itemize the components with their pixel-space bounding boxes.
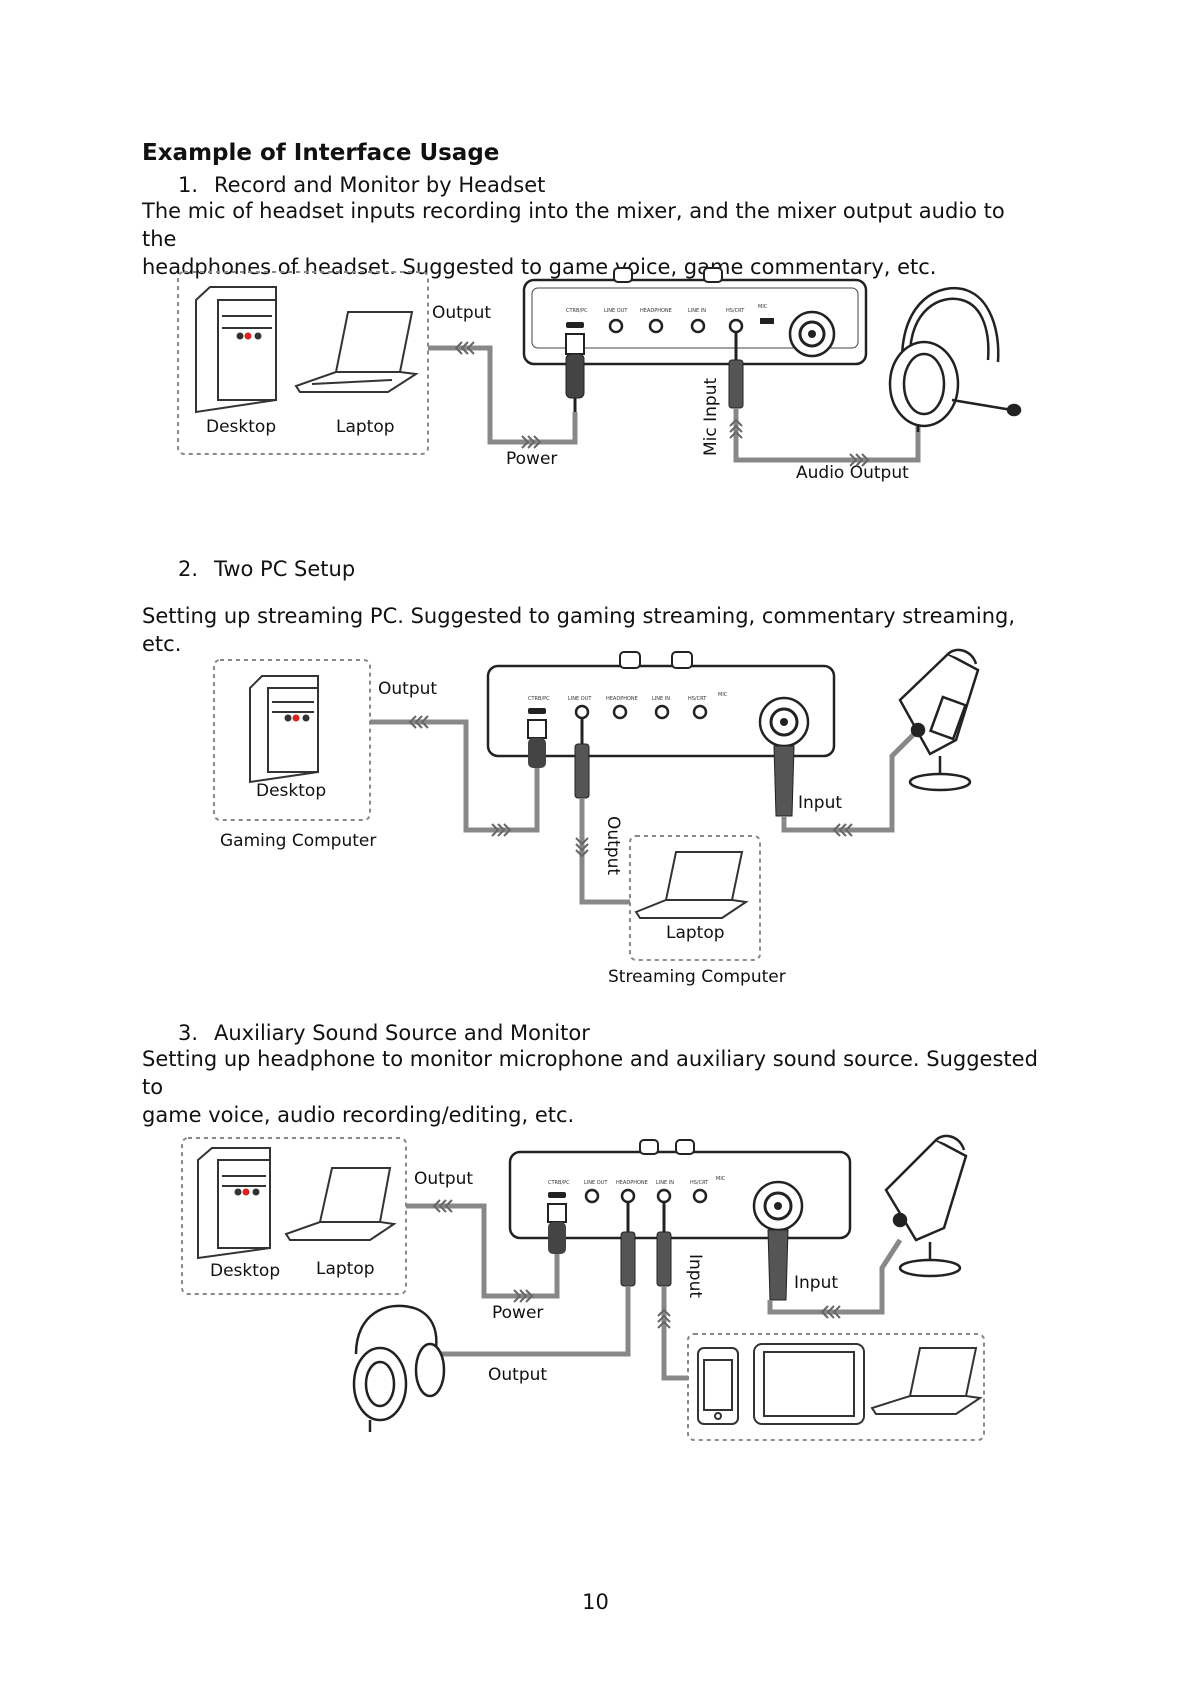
svg-text:HEADPHONE: HEADPHONE xyxy=(606,696,638,702)
label-laptop: Laptop xyxy=(316,1259,375,1279)
flow-arrows xyxy=(432,1199,841,1329)
mixer-device: CTRB/PC LINE OUT HEADPHONE LINE IN HS/CR… xyxy=(486,651,836,758)
tablet-icon xyxy=(753,1343,865,1425)
label-output: Output xyxy=(432,303,491,323)
aux-devices-box xyxy=(687,1333,985,1441)
headphones-icon xyxy=(352,1304,446,1432)
diagram-two-pc-setup: Desktop Gaming Computer Output Input Out… xyxy=(213,648,980,987)
section-1-text-line-1: The mic of headset inputs recording into… xyxy=(142,199,1005,251)
svg-text:CTRB/PC: CTRB/PC xyxy=(566,308,588,314)
svg-text:LINE IN: LINE IN xyxy=(652,696,670,702)
desktop-tower-icon xyxy=(195,286,277,414)
svg-text:MIC: MIC xyxy=(718,692,728,698)
connection-lines xyxy=(370,719,920,905)
usb-cable xyxy=(547,1203,567,1254)
svg-text:MIC: MIC xyxy=(758,304,768,310)
page-heading: Example of Interface Usage xyxy=(142,140,500,166)
label-gaming-computer: Gaming Computer xyxy=(220,831,376,851)
mixer-device: CTRB/PC LINE OUT HEADPHONE LINE IN HS/CR… xyxy=(522,267,868,366)
svg-text:HS/CRT: HS/CRT xyxy=(690,1180,709,1186)
label-output: Output xyxy=(414,1169,473,1189)
label-input-vertical: Input xyxy=(685,1254,705,1298)
microphone-icon xyxy=(884,1134,968,1278)
section-2-number: 2. xyxy=(178,557,199,581)
section-2-title: Two PC Setup xyxy=(214,557,356,581)
svg-text:HEADPHONE: HEADPHONE xyxy=(616,1180,648,1186)
svg-text:CTRB/PC: CTRB/PC xyxy=(528,696,550,702)
label-power: Power xyxy=(492,1303,543,1323)
section-3-number: 3. xyxy=(178,1021,199,1045)
xlr-plug xyxy=(773,745,795,817)
laptop-icon xyxy=(284,1167,397,1241)
diagram-auxiliary-setup: Desktop Laptop Output Power Output Input… xyxy=(181,1134,985,1441)
label-input: Input xyxy=(798,793,842,813)
xlr-plug xyxy=(767,1229,789,1301)
label-desktop: Desktop xyxy=(206,417,276,437)
section-1-text: The mic of headset inputs recording into… xyxy=(142,197,1042,281)
section-3-text: Setting up headphone to monitor micropho… xyxy=(142,1045,1042,1129)
page-number: 10 xyxy=(582,1590,609,1614)
label-laptop: Laptop xyxy=(336,417,395,437)
label-output: Output xyxy=(378,679,437,699)
section-3-text-line-2: game voice, audio recording/editing, etc… xyxy=(142,1103,575,1127)
label-laptop: Laptop xyxy=(666,923,725,943)
section-3-title: Auxiliary Sound Source and Monitor xyxy=(214,1021,590,1045)
flow-arrows xyxy=(454,341,870,467)
svg-text:HEADPHONE: HEADPHONE xyxy=(640,308,672,314)
usb-cable xyxy=(527,719,547,768)
section-3-text-line-1: Setting up headphone to monitor micropho… xyxy=(142,1047,1038,1099)
svg-text:HS/CRT: HS/CRT xyxy=(726,308,745,314)
svg-text:HS/CRT: HS/CRT xyxy=(688,696,707,702)
laptop-icon xyxy=(294,311,419,393)
svg-text:LINE OUT: LINE OUT xyxy=(604,308,628,314)
line-in-jack xyxy=(656,1202,672,1287)
label-desktop: Desktop xyxy=(210,1261,280,1281)
mixer-device: CTRB/PC LINE OUT HEADPHONE LINE IN HS/CR… xyxy=(508,1139,852,1240)
desktop-tower-icon xyxy=(197,1147,271,1260)
streaming-computer-box xyxy=(629,835,761,961)
label-audio-output: Audio Output xyxy=(796,463,909,483)
usb-cable xyxy=(565,333,585,412)
headphone-jack xyxy=(620,1202,636,1287)
label-streaming-computer: Streaming Computer xyxy=(608,967,786,987)
label-mic-input: Mic Input xyxy=(701,378,721,456)
svg-text:LINE OUT: LINE OUT xyxy=(568,696,592,702)
flow-arrows xyxy=(408,715,853,858)
headset-icon xyxy=(888,286,1022,432)
computer-group-box xyxy=(177,271,429,455)
label-desktop: Desktop xyxy=(256,781,326,801)
svg-text:LINE IN: LINE IN xyxy=(688,308,706,314)
section-2-text-line-1: Setting up streaming PC. Suggested to ga… xyxy=(142,604,1016,656)
section-1-text-line-2: headphones of headset. Suggested to game… xyxy=(142,255,937,279)
label-output-bottom: Output xyxy=(488,1365,547,1385)
gaming-computer-box xyxy=(213,659,371,821)
section-1-number: 1. xyxy=(178,173,199,197)
desktop-tower-icon xyxy=(249,675,319,784)
label-input: Input xyxy=(794,1273,838,1293)
svg-text:LINE IN: LINE IN xyxy=(656,1180,674,1186)
laptop-icon xyxy=(870,1347,983,1415)
diagram-headset-setup: Desktop Laptop Output Power Audio Output… xyxy=(177,267,1022,483)
laptop-icon xyxy=(634,851,749,919)
computer-group-box xyxy=(181,1137,407,1295)
section-2-text: Setting up streaming PC. Suggested to ga… xyxy=(142,602,1042,658)
label-power: Power xyxy=(506,449,557,469)
svg-text:LINE OUT: LINE OUT xyxy=(584,1180,608,1186)
phone-icon xyxy=(697,1347,739,1425)
svg-text:MIC: MIC xyxy=(716,1176,726,1182)
label-output-vertical: Output xyxy=(603,816,623,875)
microphone-icon xyxy=(898,648,980,792)
section-1-title: Record and Monitor by Headset xyxy=(214,173,546,197)
svg-text:CTRB/PC: CTRB/PC xyxy=(548,1180,570,1186)
